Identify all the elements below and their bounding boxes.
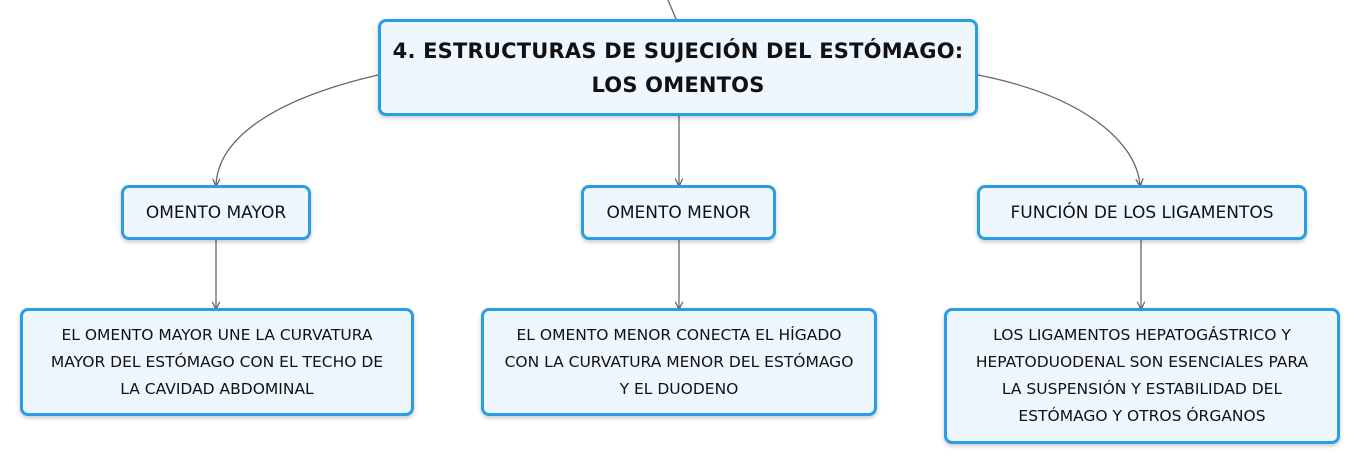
branch-node-omento-menor[interactable]: OMENTO MENOR [581,185,776,240]
branch-label-omento-mayor: OMENTO MAYOR [145,202,287,223]
detail-line: ESTÓMAGO Y OTROS ÓRGANOS [1018,407,1266,425]
detail-line: Y EL DUODENO [619,379,739,398]
connector-root-funcion-ligamentos [977,74,1140,185]
detail-line: LA SUSPENSIÓN Y ESTABILIDAD DEL [1001,380,1283,398]
connector-root-omento-mayor [216,74,379,185]
detail-node-omento-menor[interactable]: EL OMENTO MENOR CONECTA EL HÍGADO CON LA… [481,308,877,416]
root-topic-line-1: 4. ESTRUCTURAS DE SUJECIÓN DEL ESTÓMAGO: [392,38,964,63]
branch-node-omento-mayor[interactable]: OMENTO MAYOR [121,185,311,240]
branch-label-omento-menor: OMENTO MENOR [606,202,751,223]
detail-line: LOS LIGAMENTOS HEPATOGÁSTRICO Y [993,326,1291,344]
detail-node-funcion-ligamentos[interactable]: LOS LIGAMENTOS HEPATOGÁSTRICO Y HEPATODU… [944,308,1340,444]
root-topic-line-2: LOS OMENTOS [591,72,765,97]
detail-line: CON LA CURVATURA MENOR DEL ESTÓMAGO [504,352,854,371]
detail-line: MAYOR DEL ESTÓMAGO CON EL TECHO DE [50,352,384,371]
detail-node-omento-mayor[interactable]: EL OMENTO MAYOR UNE LA CURVATURA MAYOR D… [20,308,414,416]
root-topic-node[interactable]: 4. ESTRUCTURAS DE SUJECIÓN DEL ESTÓMAGO:… [378,19,978,116]
branch-node-funcion-ligamentos[interactable]: FUNCIÓN DE LOS LIGAMENTOS [977,185,1307,240]
detail-line: LA CAVIDAD ABDOMINAL [120,379,314,398]
connector-parent-root [667,0,677,20]
detail-line: EL OMENTO MENOR CONECTA EL HÍGADO [516,325,842,344]
detail-line: EL OMENTO MAYOR UNE LA CURVATURA [61,325,373,344]
branch-label-funcion-ligamentos: FUNCIÓN DE LOS LIGAMENTOS [1010,202,1274,223]
detail-line: HEPATODUODENAL SON ESENCIALES PARA [975,353,1309,371]
